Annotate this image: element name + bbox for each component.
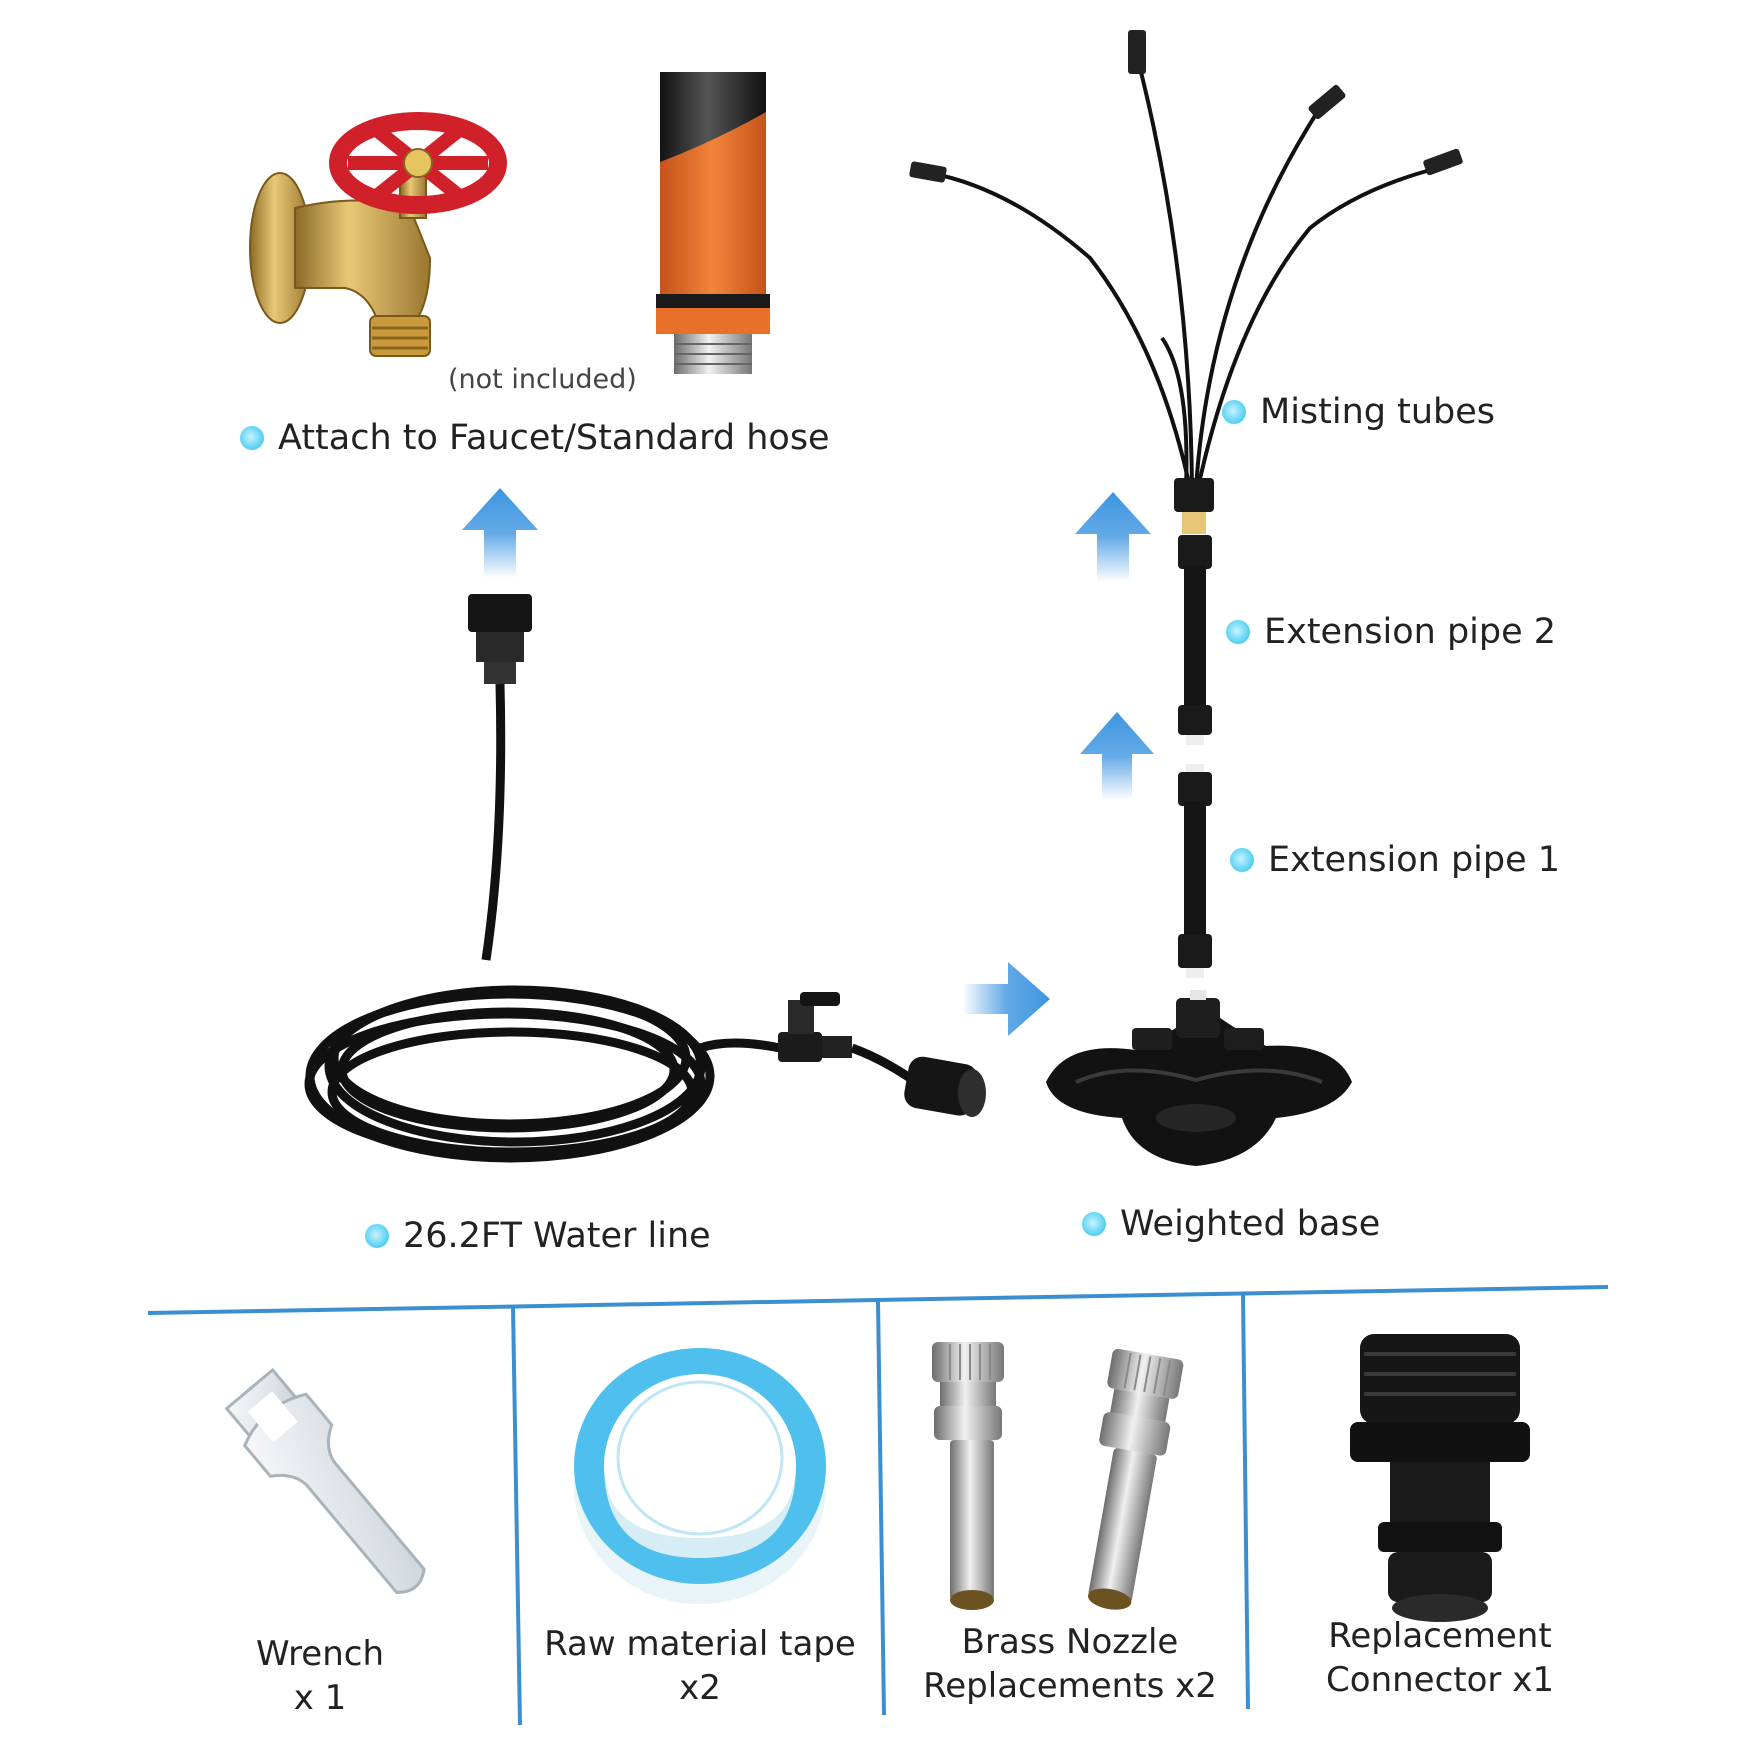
extension-pipe-icon — [1172, 535, 1218, 745]
arrow-up-icon — [1080, 712, 1154, 800]
bullet-dot — [240, 426, 264, 450]
arrow-up-icon — [462, 488, 538, 578]
connector-icon — [1340, 1328, 1540, 1628]
weighted-base-icon — [1036, 990, 1358, 1170]
faucet-label: Attach to Faucet/Standard hose — [240, 418, 830, 458]
caption-line: Connector x1 — [1326, 1660, 1554, 1700]
bullet-dot — [365, 1224, 389, 1248]
wrench-caption: Wrench x 1 — [170, 1632, 470, 1720]
extension-pipe-1-label: Extension pipe 1 — [1230, 840, 1560, 880]
caption-line: Brass Nozzle — [961, 1622, 1179, 1662]
brass-nozzle-icon — [920, 1332, 1210, 1622]
weighted-base-label: Weighted base — [1082, 1204, 1380, 1244]
caption-line: Wrench — [255, 1634, 385, 1674]
misting-tubes-icon — [890, 18, 1490, 538]
extension-pipe-2-label: Extension pipe 2 — [1226, 612, 1556, 652]
extension-pipe-1-label-text: Extension pipe 1 — [1268, 840, 1561, 880]
bullet-dot — [1230, 848, 1254, 872]
misting-tubes-label-text: Misting tubes — [1260, 392, 1496, 432]
extension-pipe-icon — [1172, 764, 1218, 979]
water-line-label: 26.2FT Water line — [365, 1216, 711, 1256]
caption-line: x 1 — [293, 1678, 347, 1718]
caption-line: Replacements x2 — [923, 1666, 1217, 1706]
tape-caption: Raw material tape x2 — [540, 1622, 860, 1710]
extension-pipe-2-label-text: Extension pipe 2 — [1264, 612, 1557, 652]
arrow-right-icon — [962, 962, 1050, 1036]
faucet-label-text: Attach to Faucet/Standard hose — [278, 418, 830, 458]
bullet-dot — [1222, 400, 1246, 424]
not-included-note: (not included) — [448, 364, 637, 395]
tape-roll-icon — [565, 1338, 835, 1608]
caption-line: Replacement — [1328, 1616, 1552, 1656]
weighted-base-label-text: Weighted base — [1120, 1204, 1381, 1244]
brass-nozzle-caption: Brass Nozzle Replacements x2 — [900, 1620, 1240, 1708]
faucet-icon — [240, 78, 540, 378]
misting-tubes-label: Misting tubes — [1222, 392, 1495, 432]
caption-line: Raw material tape — [544, 1624, 856, 1664]
caption-line: x2 — [679, 1668, 721, 1708]
water-line-label-text: 26.2FT Water line — [403, 1216, 711, 1256]
arrow-up-icon — [1075, 492, 1151, 582]
hose-adapter-icon — [648, 72, 778, 377]
water-line-coil-icon — [300, 588, 1000, 1168]
connector-caption: Replacement Connector x1 — [1280, 1614, 1600, 1702]
bullet-dot — [1226, 620, 1250, 644]
accessories-divider — [147, 1285, 1609, 1726]
bullet-dot — [1082, 1212, 1106, 1236]
wrench-icon — [180, 1340, 480, 1630]
